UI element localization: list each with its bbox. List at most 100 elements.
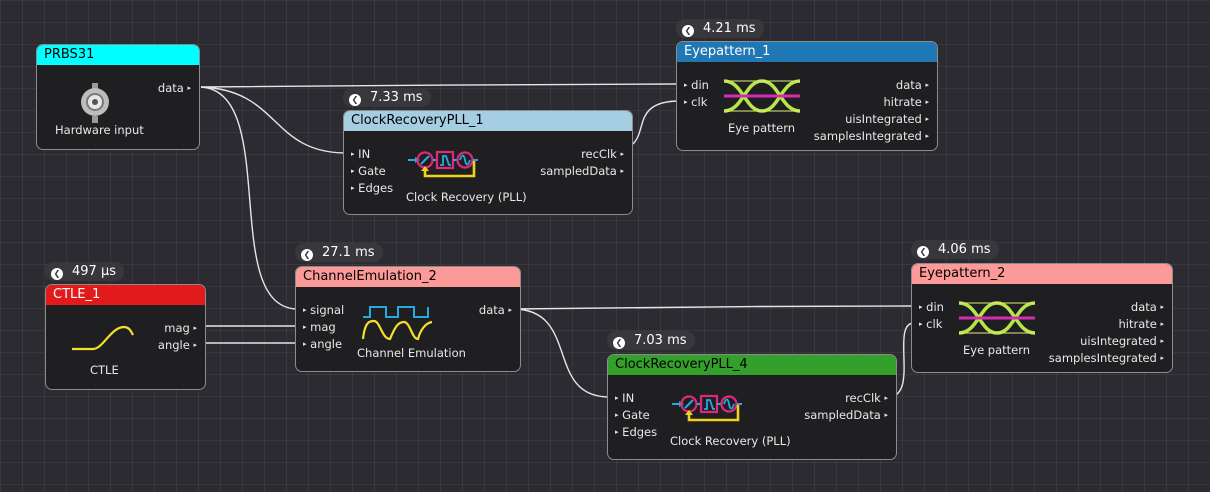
pll-icon — [672, 394, 742, 422]
port-label: din — [691, 78, 709, 92]
port-label: data — [895, 78, 922, 92]
wire-channel-to-clockrecovery4 — [512, 308, 609, 398]
port-out-uisintegrated[interactable]: uisIntegrated ▸ — [845, 112, 929, 126]
timing-badge: ❮ 7.33 ms — [343, 88, 431, 107]
port-in-gate[interactable]: ▸ Gate — [615, 408, 650, 422]
port-label: angle — [157, 338, 190, 352]
port-in-clk[interactable]: ▸ clk — [919, 317, 943, 331]
channel-waveform-icon — [362, 306, 433, 341]
port-out-data[interactable]: data ▸ — [895, 78, 929, 92]
node-caption: Eye pattern — [963, 343, 1031, 357]
node-title: Eyepattern_2 — [912, 264, 1172, 284]
node-caption: CTLE — [90, 363, 119, 377]
port-label: sampledData — [804, 408, 881, 422]
port-label: mag — [310, 320, 336, 334]
node-title: Eyepattern_1 — [677, 42, 937, 62]
timing-value: 4.21 ms — [703, 21, 756, 36]
timing-value: 497 µs — [72, 264, 116, 279]
port-out-recclk[interactable]: recClk ▸ — [845, 391, 888, 405]
wire-prbs-to-eyepattern1 — [200, 83, 681, 88]
port-out-data[interactable]: data ▸ — [157, 81, 191, 95]
port-out-angle[interactable]: angle ▸ — [157, 338, 197, 352]
port-label: samplesIntegrated — [1048, 351, 1157, 365]
node-channelemulation-2[interactable]: ChannelEmulation_2 ▸ signal ▸ mag ▸ angl… — [295, 266, 521, 372]
port-label: sampledData — [540, 164, 617, 178]
timing-badge: ❮ 497 µs — [45, 262, 124, 281]
port-in-in[interactable]: ▸ IN — [351, 147, 371, 161]
wire-prbs-to-clockrecovery1 — [200, 86, 346, 154]
node-prbs31[interactable]: PRBS31 data ▸ Hardware input — [36, 44, 200, 150]
port-label: clk — [926, 317, 943, 331]
timing-value: 4.06 ms — [938, 242, 991, 257]
port-label: Gate — [622, 408, 650, 422]
eye-pattern-icon — [958, 301, 1036, 335]
port-out-data[interactable]: data ▸ — [1130, 300, 1164, 314]
node-title: CTLE_1 — [46, 285, 205, 305]
clock-icon: ❮ — [917, 246, 929, 258]
node-caption: Eye pattern — [728, 121, 796, 135]
timing-value: 7.03 ms — [634, 333, 687, 348]
port-label: Edges — [358, 181, 394, 195]
port-label: IN — [622, 391, 635, 405]
port-label: uisIntegrated — [845, 112, 922, 126]
pll-icon — [408, 150, 478, 178]
timing-badge: ❮7.03 ms — [607, 331, 695, 350]
timing-value: 7.33 ms — [370, 90, 423, 105]
port-out-samplesintegrated[interactable]: samplesIntegrated ▸ — [813, 129, 929, 143]
port-label: angle — [310, 337, 343, 351]
node-caption: Channel Emulation — [357, 346, 466, 360]
port-in-edges[interactable]: ▸ Edges — [615, 425, 658, 439]
port-label: data — [1130, 300, 1157, 314]
port-label: mag — [164, 321, 190, 335]
port-out-sampleddata[interactable]: sampledData ▸ — [804, 408, 888, 422]
port-in-angle[interactable]: ▸ angle — [303, 337, 343, 351]
port-out-mag[interactable]: mag ▸ — [164, 321, 197, 335]
port-label: clk — [691, 95, 708, 109]
port-in-signal[interactable]: ▸ signal — [303, 303, 345, 317]
timing-badge: ❮ 4.21 ms — [676, 19, 764, 38]
timing-badge: ❮ 4.06 ms — [911, 240, 999, 259]
clock-icon: ❮ — [301, 249, 313, 261]
port-in-din[interactable]: ▸ din — [684, 78, 709, 92]
port-label: signal — [310, 303, 345, 317]
node-caption: Clock Recovery (PLL) — [406, 190, 527, 204]
node-clockrecoverypll-1[interactable]: ClockRecoveryPLL_1 ▸ IN ▸ Gate ▸ Edges r… — [343, 110, 633, 215]
port-label: uisIntegrated — [1080, 334, 1157, 348]
port-label: hitrate — [1118, 317, 1157, 331]
port-label: hitrate — [883, 95, 922, 109]
clock-icon: ❮ — [51, 268, 63, 280]
wire-prbs-to-channelemulation — [200, 86, 297, 310]
node-clockrecoverypll-4[interactable]: ClockRecoveryPLL_4 ▸ IN ▸ Gate ▸ Edges r… — [607, 354, 897, 460]
port-label: din — [926, 300, 944, 314]
port-out-recclk[interactable]: recClk ▸ — [581, 147, 624, 161]
node-eyepattern-2[interactable]: Eyepattern_2 ▸ din ▸ clk data ▸ hitrate … — [911, 263, 1173, 373]
node-title: ClockRecoveryPLL_4 — [608, 355, 896, 375]
port-in-edges[interactable]: ▸ Edges — [351, 181, 394, 195]
port-label: data — [478, 303, 505, 317]
port-out-uisintegrated[interactable]: uisIntegrated ▸ — [1080, 334, 1164, 348]
ctle-curve-icon — [72, 325, 134, 351]
port-out-data[interactable]: data ▸ — [478, 303, 512, 317]
port-in-clk[interactable]: ▸ clk — [684, 95, 708, 109]
node-title: PRBS31 — [37, 45, 199, 65]
node-eyepattern-1[interactable]: Eyepattern_1 ▸ din ▸ clk data ▸ hitrate … — [676, 41, 938, 151]
port-label: samplesIntegrated — [813, 129, 922, 143]
port-out-hitrate[interactable]: hitrate ▸ — [883, 95, 929, 109]
node-title: ChannelEmulation_2 — [296, 267, 520, 287]
port-out-hitrate[interactable]: hitrate ▸ — [1118, 317, 1164, 331]
node-ctle-1[interactable]: CTLE_1 mag ▸ angle ▸ CTLE — [45, 284, 206, 390]
port-in-gate[interactable]: ▸ Gate — [351, 164, 386, 178]
port-label: recClk — [581, 147, 617, 161]
port-in-in[interactable]: ▸ IN — [615, 391, 635, 405]
clock-icon: ❮ — [349, 94, 361, 106]
connector-icon — [81, 83, 109, 123]
port-label: Edges — [622, 425, 658, 439]
port-in-din[interactable]: ▸ din — [919, 300, 944, 314]
port-out-samplesintegrated[interactable]: samplesIntegrated ▸ — [1048, 351, 1164, 365]
wire-channel-to-eyepattern2 — [512, 305, 915, 310]
node-caption: Hardware input — [55, 123, 144, 137]
port-in-mag[interactable]: ▸ mag — [303, 320, 336, 334]
clock-icon: ❮ — [682, 25, 694, 37]
port-out-sampleddata[interactable]: sampledData ▸ — [540, 164, 624, 178]
timing-value: 27.1 ms — [322, 245, 375, 260]
